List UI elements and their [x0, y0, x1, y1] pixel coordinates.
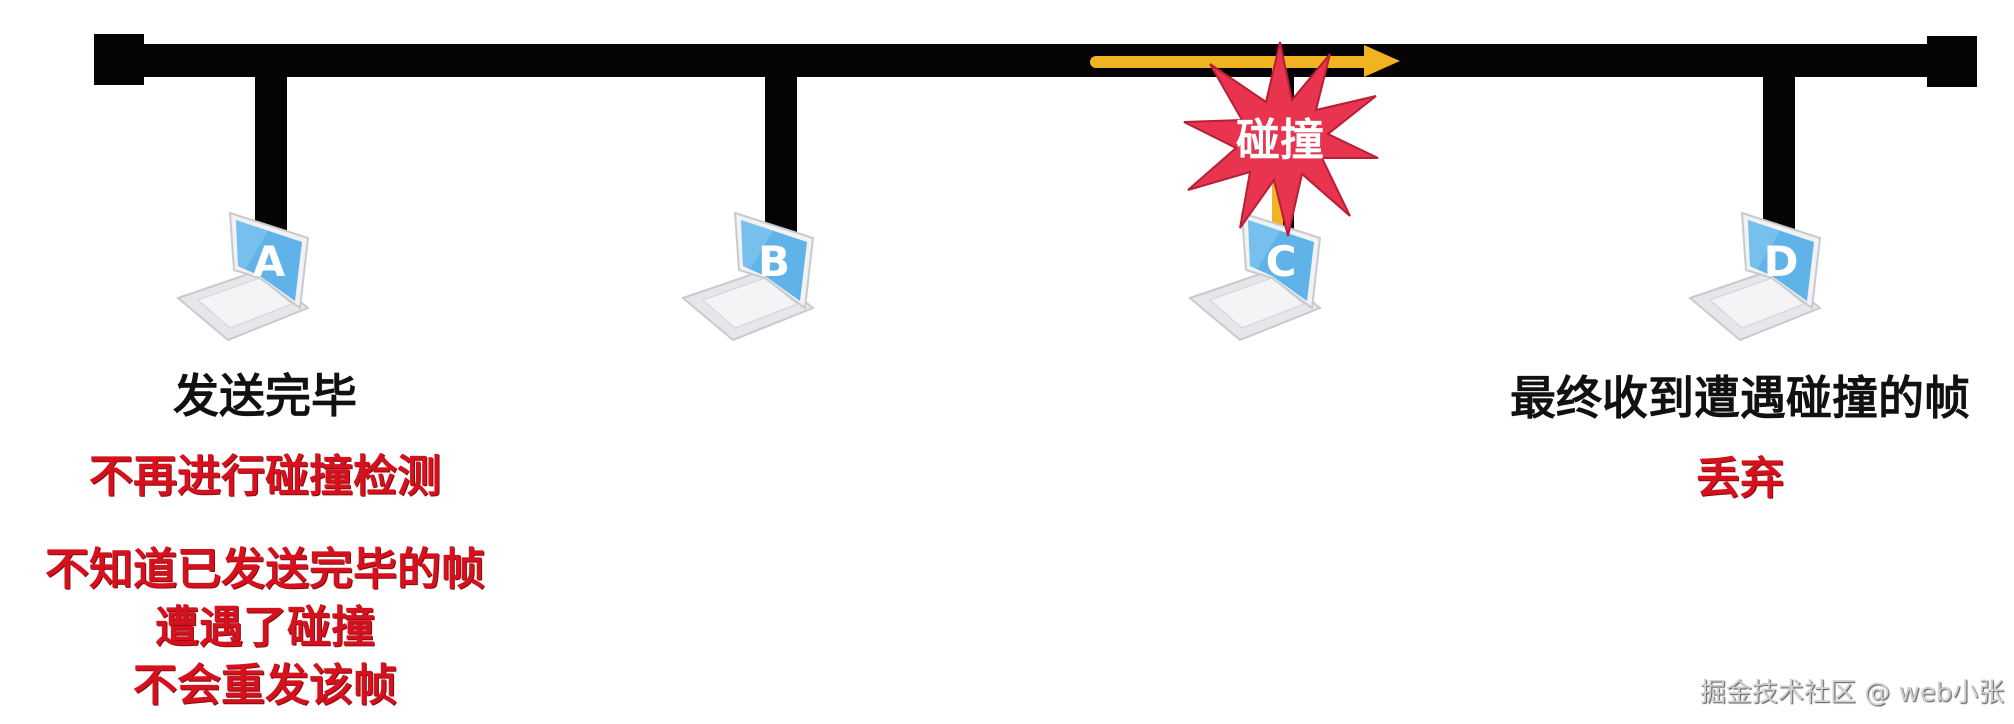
svg-text:B: B: [758, 237, 790, 286]
laptop-icon: C: [1188, 211, 1322, 342]
stub-b: [765, 70, 797, 240]
a-note-collided: 遭遇了碰撞: [155, 602, 375, 653]
watermark: 掘金技术社区 @ web小张: [1700, 678, 2005, 708]
a-note-no-resend: 不会重发该帧: [133, 660, 397, 711]
laptop-c: C: [1180, 208, 1330, 343]
signal-arrow-shaft: [1090, 56, 1370, 68]
collision-label: 碰撞: [1236, 115, 1324, 166]
svg-text:D: D: [1764, 237, 1799, 286]
arrow-right-icon: [1364, 45, 1400, 77]
laptop-a: A: [168, 208, 318, 343]
a-status-label: 发送完毕: [173, 369, 357, 423]
svg-text:A: A: [253, 237, 286, 286]
laptop-d: D: [1680, 208, 1830, 343]
d-action-label: 丢弃: [1696, 453, 1784, 504]
laptop-icon: D: [1688, 211, 1822, 342]
laptop-b: B: [673, 208, 823, 343]
svg-text:C: C: [1266, 237, 1297, 286]
a-note-no-detect: 不再进行碰撞检测: [89, 451, 441, 502]
laptop-icon: B: [681, 211, 815, 342]
d-status-label: 最终收到遭遇碰撞的帧: [1510, 371, 1970, 425]
stub-a: [255, 70, 287, 240]
bus-terminator-left: [94, 34, 144, 85]
bus-terminator-right: [1927, 36, 1977, 87]
stub-d: [1763, 70, 1795, 240]
a-note-unaware: 不知道已发送完毕的帧: [45, 544, 485, 595]
collision-burst-icon: [1180, 40, 1380, 240]
laptop-icon: A: [176, 211, 310, 342]
bus-line: [140, 44, 1930, 77]
